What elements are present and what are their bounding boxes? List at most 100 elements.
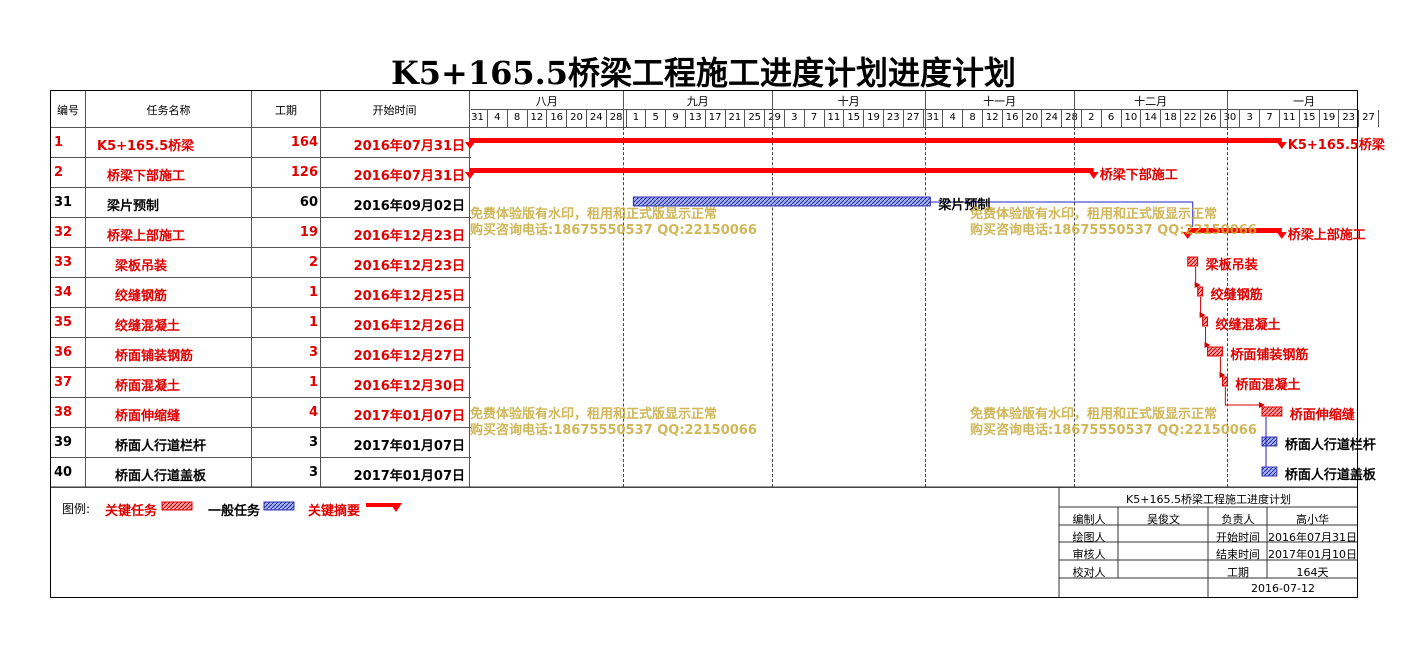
day-tick: 4 xyxy=(494,112,501,123)
tick-separator xyxy=(1120,110,1122,127)
task-duration: 19 xyxy=(299,225,318,240)
task-duration: 3 xyxy=(308,435,318,450)
critical-link xyxy=(1199,297,1206,318)
watermark-2b: 购买咨询电话:18675550537 QQ:22150066 xyxy=(970,223,1257,238)
row-line xyxy=(51,367,471,368)
task-start: 2016年09月02日 xyxy=(353,199,465,214)
tick-separator xyxy=(1219,110,1221,127)
tick-separator xyxy=(744,110,746,127)
row-line xyxy=(51,277,471,278)
day-tick: 30 xyxy=(1223,112,1237,123)
month-label: 九月 xyxy=(686,95,709,108)
bar-label: 桥梁上部施工 xyxy=(1287,228,1366,243)
task-name: 桥面铺装钢筋 xyxy=(115,349,194,364)
day-tick: 8 xyxy=(513,112,521,123)
month-gridline xyxy=(1073,127,1075,487)
tick-separator xyxy=(1041,110,1043,127)
watermark-3b: 购买咨询电话:18675550537 QQ:22150066 xyxy=(470,423,757,438)
task-id: 39 xyxy=(54,435,73,450)
summary-start-marker xyxy=(465,142,475,149)
month-gridline xyxy=(623,127,625,487)
tick-separator xyxy=(605,110,607,127)
legend-normal-label: 一般任务 xyxy=(208,504,261,519)
month-boundary xyxy=(771,91,773,127)
critical-link xyxy=(1224,387,1265,408)
info-v8: 164天 xyxy=(1296,566,1329,579)
tick-separator xyxy=(704,110,706,127)
tick-separator xyxy=(487,110,488,127)
task-id: 40 xyxy=(54,465,73,480)
day-tick: 19 xyxy=(1322,112,1336,123)
row-line xyxy=(51,337,471,338)
tick-separator xyxy=(1259,110,1261,127)
task-name: 桥梁上部施工 xyxy=(107,229,186,244)
row-line xyxy=(51,187,471,188)
info-l6: 结束时间 xyxy=(1216,548,1260,561)
tick-separator xyxy=(1100,110,1102,127)
tick-separator xyxy=(1279,110,1280,127)
day-tick: 2 xyxy=(1088,112,1095,123)
day-tick: 20 xyxy=(1025,112,1039,123)
header-start: 开始时间 xyxy=(372,104,417,117)
row-line xyxy=(51,427,471,428)
task-duration: 126 xyxy=(290,165,318,180)
day-tick: 12 xyxy=(530,112,544,123)
task-id: 2 xyxy=(54,165,64,180)
info-l1: 编制人 xyxy=(1072,513,1106,526)
tick-separator xyxy=(1160,110,1162,127)
tick-separator xyxy=(1140,110,1142,127)
summary-start-marker xyxy=(1182,232,1193,239)
info-l7: 校对人 xyxy=(1072,566,1106,579)
task-name: 桥梁下部施工 xyxy=(107,169,186,184)
task-duration: 3 xyxy=(308,345,318,360)
task-name: 梁片预制 xyxy=(107,199,160,214)
chart-title: K5+165.5桥梁工程施工进度计划进度计划 xyxy=(390,54,1017,92)
day-tick: 26 xyxy=(1203,112,1217,123)
day-tick: 7 xyxy=(810,112,818,123)
task-start: 2016年07月31日 xyxy=(353,169,465,184)
tick-separator xyxy=(1061,110,1063,127)
task-bar xyxy=(1207,346,1223,357)
tick-separator xyxy=(962,110,964,127)
bar-label: 梁板吊装 xyxy=(1205,258,1258,273)
tick-separator xyxy=(724,110,726,127)
day-tick: 8 xyxy=(969,112,976,123)
tick-separator xyxy=(1180,110,1181,127)
tick-separator xyxy=(823,110,825,127)
day-tick: 15 xyxy=(847,112,861,123)
gantt-frame xyxy=(50,90,1358,598)
task-duration: 1 xyxy=(308,315,318,330)
tick-separator xyxy=(883,110,884,127)
watermark-3a: 免费体验版有水印，租用和正式版显示正常 xyxy=(470,407,718,422)
summary-end-marker xyxy=(1276,142,1287,149)
day-tick: 29 xyxy=(768,112,781,123)
task-start: 2016年07月31日 xyxy=(353,139,465,154)
day-tick: 23 xyxy=(886,112,900,123)
tick-separator xyxy=(1358,110,1360,127)
bar-label: K5+165.5桥梁 xyxy=(1287,138,1385,153)
tick-separator xyxy=(685,110,686,127)
month-boundary xyxy=(925,91,927,127)
row-line xyxy=(51,397,471,398)
task-duration: 164 xyxy=(290,135,318,150)
summary-end-marker xyxy=(1088,172,1099,179)
day-tick: 31 xyxy=(471,112,484,123)
task-duration: 3 xyxy=(308,465,318,480)
task-duration: 60 xyxy=(299,195,318,210)
tick-separator xyxy=(1318,110,1320,127)
day-tick: 11 xyxy=(827,112,841,123)
task-bar xyxy=(1261,436,1278,447)
day-tick: 28 xyxy=(609,112,623,123)
tick-separator xyxy=(803,110,805,127)
legend-summary-marker xyxy=(390,503,402,512)
task-name: 绞缝混凝土 xyxy=(115,319,181,334)
month-gridline xyxy=(771,127,773,487)
critical-link xyxy=(1204,327,1211,348)
info-v2: 高小华 xyxy=(1296,513,1329,526)
tick-separator xyxy=(1378,110,1379,127)
tick-separator xyxy=(1021,110,1023,127)
tick-separator xyxy=(1081,110,1082,127)
month-gridline xyxy=(925,127,927,487)
tick-separator xyxy=(645,110,647,127)
tick-separator xyxy=(566,110,568,127)
